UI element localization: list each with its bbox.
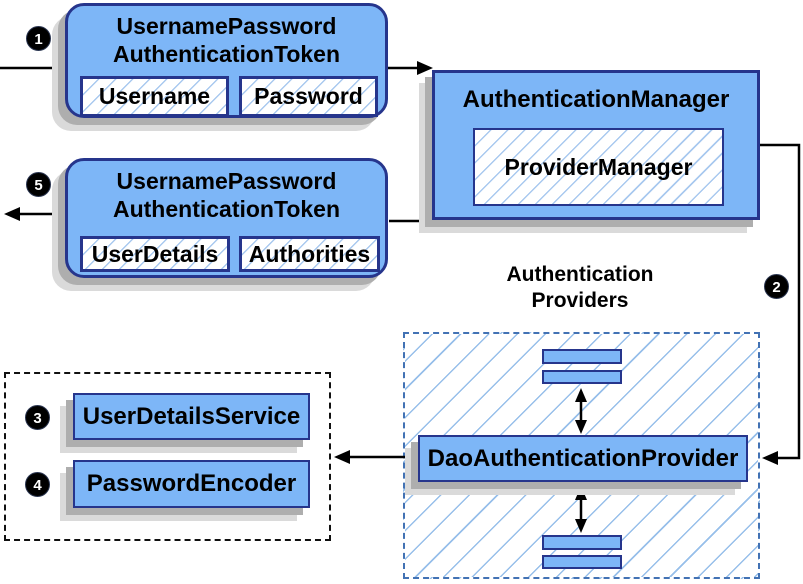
- step-1-badge: 1: [26, 26, 51, 51]
- arrow-dao-to-collaborators: [334, 450, 418, 464]
- authentication-providers-label: Authentication Providers: [430, 262, 730, 314]
- bidirectional-arrow-bottom: [575, 486, 587, 533]
- authentication-providers-label-line2: Providers: [531, 289, 629, 312]
- request-token-title-line2: AuthenticationToken: [112, 41, 340, 67]
- password-field: Password: [239, 76, 378, 117]
- bidirectional-arrow-top: [575, 388, 587, 434]
- result-token-title: UsernamePassword AuthenticationToken: [68, 167, 385, 223]
- provider-manager-box: ProviderManager: [473, 128, 724, 206]
- authentication-manager-title: AuthenticationManager: [462, 86, 730, 113]
- dao-authentication-provider-box: DaoAuthenticationProvider: [418, 435, 748, 482]
- provider-stack-bar: [542, 370, 622, 384]
- collaborators-container: [4, 372, 331, 541]
- request-token-title: UsernamePassword AuthenticationToken: [68, 12, 385, 68]
- provider-stack-bar: [542, 349, 622, 364]
- user-details-service-box: UserDetailsService: [73, 393, 310, 440]
- step-2-badge: 2: [764, 274, 789, 299]
- authentication-manager-box: AuthenticationManager ProviderManager: [432, 70, 760, 220]
- result-token-box: UsernamePassword AuthenticationToken Use…: [65, 158, 388, 278]
- return-arrow-step5: [4, 207, 65, 221]
- step-5-badge: 5: [26, 172, 51, 197]
- provider-stack-bar: [542, 555, 622, 569]
- step-4-badge: 4: [25, 472, 50, 497]
- result-token-title-line1: UsernamePassword: [116, 168, 337, 194]
- username-field: Username: [80, 76, 229, 117]
- password-encoder-box: PasswordEncoder: [73, 460, 310, 508]
- step-3-badge: 3: [25, 405, 50, 430]
- authorities-field: Authorities: [239, 236, 380, 272]
- authentication-providers-label-line1: Authentication: [506, 263, 654, 286]
- arrow-manager-to-providers: [760, 143, 801, 465]
- result-token-title-line2: AuthenticationToken: [112, 196, 340, 222]
- userdetails-field: UserDetails: [80, 236, 230, 272]
- request-token-box: UsernamePassword AuthenticationToken Use…: [65, 3, 388, 118]
- provider-stack-bar: [542, 535, 622, 550]
- request-token-title-line1: UsernamePassword: [116, 13, 337, 39]
